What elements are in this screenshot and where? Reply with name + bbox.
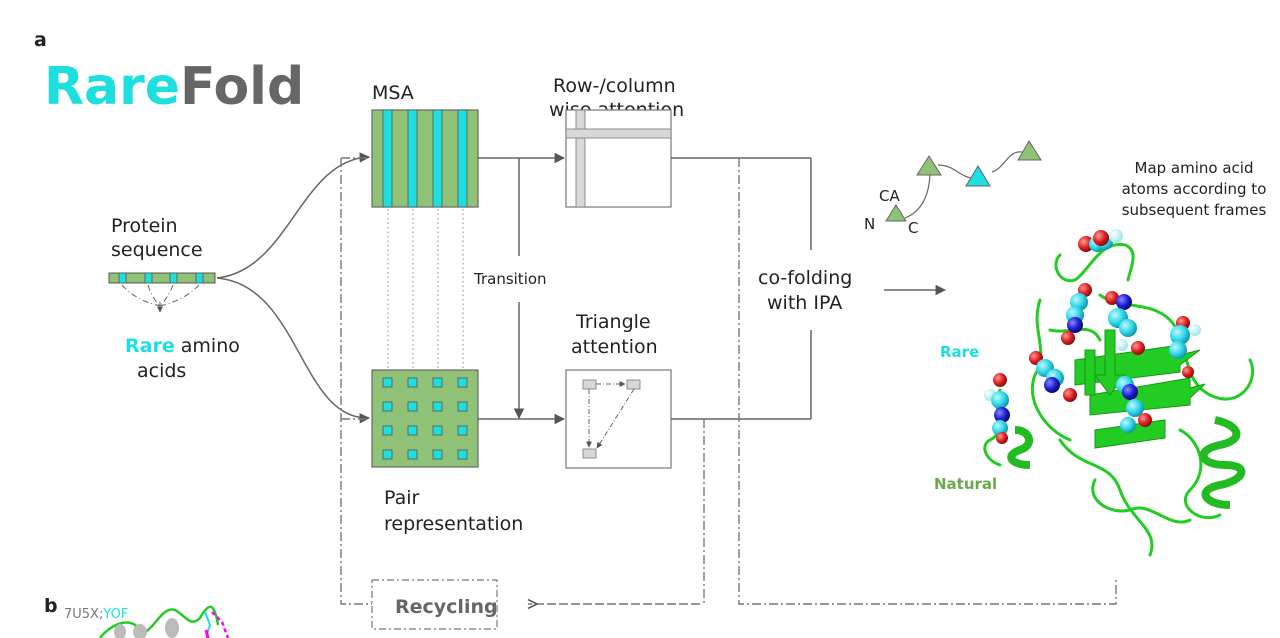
- sequence-bar: [108, 272, 216, 284]
- cofolding-label-2: with IPA: [767, 292, 842, 314]
- rarefold-title: RareFold: [44, 57, 304, 117]
- pair-rare-cell: [407, 449, 418, 460]
- pair-representation-label-2: representation: [384, 513, 523, 535]
- rare-residue: [169, 272, 178, 284]
- map-atoms-label-3: subsequent frames: [1122, 201, 1267, 219]
- msa-block: [371, 109, 479, 208]
- frame-triangle-natural: [1017, 140, 1042, 161]
- map-atoms-label-2: atoms according to: [1122, 180, 1267, 198]
- protein-structure: [983, 229, 1255, 557]
- rare-amino-acids-label-1: Rare amino: [125, 335, 240, 357]
- panel-a-label: a: [34, 29, 47, 51]
- rare-residue-pointers: [121, 284, 200, 307]
- pair-rare-cell: [457, 449, 468, 460]
- pair-rare-cell: [432, 377, 443, 388]
- row-col-attention-block: [565, 109, 672, 208]
- transition-label: Transition: [473, 270, 547, 288]
- msa-pair-links: [387, 209, 464, 371]
- recycling-label: Recycling: [395, 596, 498, 618]
- pair-rare-cell: [432, 449, 443, 460]
- recycling-box: [371, 579, 498, 630]
- panel-b-id: 7U5X;YOF: [64, 607, 128, 622]
- sequence-to-pair-arrow: [216, 277, 371, 424]
- triangle-attention-block: [565, 369, 672, 469]
- pair-rare-cell: [382, 449, 393, 460]
- frame-label-n: N: [864, 215, 875, 233]
- rare-residue: [195, 272, 204, 284]
- frame-triangle-rare: [965, 165, 991, 187]
- cofolding-label-1: co-folding: [758, 267, 852, 289]
- rare-residue-spheres: [984, 229, 1201, 444]
- title-rare: Rare: [44, 57, 180, 117]
- pair-rare-cell: [407, 377, 418, 388]
- rare-residue: [144, 272, 153, 284]
- pair-rare-cell: [407, 401, 418, 412]
- rare-residue: [118, 272, 127, 284]
- pair-rare-cell: [382, 425, 393, 436]
- pair-rare-cell: [407, 425, 418, 436]
- panel-b-label: b: [44, 595, 58, 617]
- pair-rare-cell: [432, 425, 443, 436]
- pair-rare-cell: [382, 401, 393, 412]
- pair-representation-label-1: Pair: [384, 487, 420, 509]
- frame-label-c: C: [908, 219, 918, 237]
- legend-rare: Rare: [940, 343, 979, 361]
- row-col-attention-label-1: Row-/column: [553, 75, 676, 97]
- pair-rare-cell: [457, 425, 468, 436]
- panel-b-structure: [99, 605, 230, 638]
- pair-rare-cell: [432, 401, 443, 412]
- frame-label-ca: CA: [879, 187, 900, 205]
- msa-label: MSA: [372, 82, 414, 104]
- frame-triangle-natural: [885, 204, 907, 222]
- pair-rare-cell: [457, 377, 468, 388]
- protein-sequence: Protein sequence Rare amino acids: [108, 215, 240, 382]
- protein-sequence-label-2: sequence: [111, 239, 203, 261]
- protein-sequence-label-1: Protein: [111, 215, 178, 237]
- triangle-attention-label-2: attention: [571, 336, 658, 358]
- pair-rare-cell: [382, 377, 393, 388]
- frame-triangle-natural: [916, 155, 942, 176]
- residue-frames: CA N C: [864, 140, 1042, 237]
- pair-representation-block: [371, 369, 479, 468]
- triangle-attention-label-1: Triangle: [575, 311, 651, 333]
- pair-rare-cell: [457, 401, 468, 412]
- sequence-to-msa-arrow: [216, 152, 371, 279]
- recycling-loop: [340, 157, 1117, 605]
- map-atoms-label-1: Map amino acid: [1135, 159, 1254, 177]
- title-fold: Fold: [180, 57, 304, 117]
- legend-natural: Natural: [934, 475, 997, 493]
- rare-amino-acids-label-2: acids: [137, 360, 186, 382]
